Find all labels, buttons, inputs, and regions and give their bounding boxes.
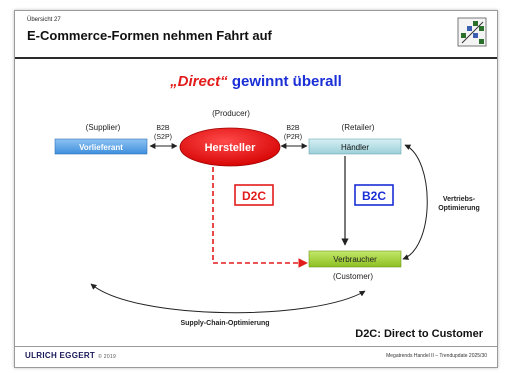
producer-node <box>179 127 281 167</box>
retailer-en-label: (Retailer) <box>342 123 375 132</box>
footer-brand: ULRICH EGGERT© 2019 <box>25 351 116 360</box>
sales-optimization-label-1: Vertriebs- <box>443 196 476 203</box>
b2b-s2p-label-1: B2B <box>156 125 170 132</box>
headline-accent: „Direct“ <box>170 73 228 90</box>
d2c-legend: D2C: Direct to Customer <box>355 328 483 340</box>
footer-source: Megatrends Handel II – Trendupdate 2025/… <box>386 353 487 359</box>
producer-en-label: (Producer) <box>212 109 250 118</box>
supply-chain-arrow <box>90 283 366 314</box>
b2b-p2r-label-1: B2B <box>286 125 300 132</box>
supply-chain-label: Supply-Chain-Optimierung <box>180 320 269 327</box>
retailer-node <box>308 138 402 155</box>
footer-brand-suffix: © 2019 <box>98 354 117 360</box>
producer-label: Hersteller <box>205 142 256 154</box>
consumer-label: Verbraucher <box>333 255 377 264</box>
supplier-label: Vorlieferant <box>79 143 123 152</box>
diagram-headline: „Direct“ gewinnt überall <box>15 73 497 90</box>
b2b-s2p-label-2: (S2P) <box>154 134 172 141</box>
slide: Übersicht 27 E-Commerce-Formen nehmen Fa… <box>14 10 498 368</box>
supplier-node <box>54 138 148 155</box>
slide-header: Übersicht 27 E-Commerce-Formen nehmen Fa… <box>15 11 497 57</box>
b2b-p2r-label-2: (P2R) <box>284 134 302 141</box>
b2c-label: B2C <box>362 189 386 203</box>
slide-title: E-Commerce-Formen nehmen Fahrt auf <box>27 28 272 43</box>
slide-footer: ULRICH EGGERT© 2019 Megatrends Handel II… <box>15 346 497 367</box>
header-rule <box>15 57 497 59</box>
d2c-box <box>234 184 274 206</box>
consumer-node <box>308 250 402 268</box>
b2c-box <box>354 184 394 206</box>
customer-en-label: (Customer) <box>333 272 373 281</box>
sales-optimization-arrow <box>402 144 428 260</box>
slide-kicker: Übersicht 27 <box>27 17 61 23</box>
distribution-diagram: (Supplier) (Producer) (Retailer) Vorlief… <box>54 109 484 340</box>
retailer-label: Händler <box>341 143 369 152</box>
supplier-en-label: (Supplier) <box>86 123 121 132</box>
sales-optimization-label-2: Optimierung <box>438 205 480 212</box>
headline-rest: gewinnt überall <box>227 73 342 90</box>
footer-brand-name: ULRICH EGGERT <box>25 351 96 360</box>
d2c-arrow <box>212 167 308 268</box>
logo-icon <box>457 17 487 47</box>
d2c-label: D2C <box>242 189 266 203</box>
